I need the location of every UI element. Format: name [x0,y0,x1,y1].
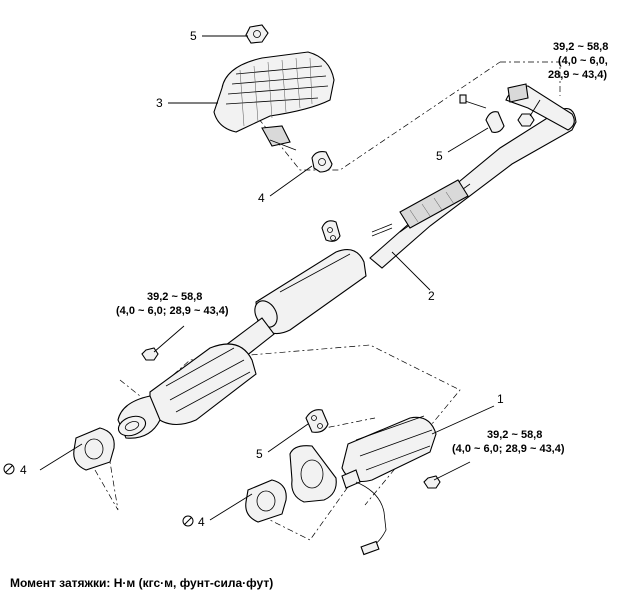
gasket-lower [245,479,287,523]
callout-4-lower-mid: 4 [198,515,205,529]
torque-middle-left-line2: (4,0 ~ 6,0; 28,9 ~ 43,4) [116,305,229,317]
torque-top-right-line3: 28,9 ~ 43,4) [548,69,607,81]
torque-top-right-line1: 39,2 ~ 58,8 [553,41,608,53]
leader-lines [39,35,541,521]
callout-5-top: 5 [190,29,197,43]
torque-lower-right-line1: 39,2 ~ 58,8 [487,429,542,441]
torque-spec-top-right: 39,2 ~ 58,8 (4,0 ~ 6,0, 28,9 ~ 43,4) [548,41,608,81]
callout-labels: 5 3 4 5 2 1 5 4 4 [20,29,504,529]
callout-5-lower: 5 [256,447,263,461]
gasket-left [73,427,115,471]
rubber-hanger-lower [305,409,329,433]
catalytic-converter-front [289,415,437,556]
torque-spec-middle-left: 39,2 ~ 58,8 (4,0 ~ 6,0; 28,9 ~ 43,4) [116,291,229,317]
callout-1: 1 [497,392,504,406]
catalytic-converter-middle [117,343,257,439]
nut-top [245,24,269,44]
nut-middle-left [141,347,159,361]
callout-4-lower-left: 4 [20,463,27,477]
callout-5-right: 5 [436,149,443,163]
torque-lower-right-line2: (4,0 ~ 6,0; 28,9 ~ 43,4) [452,443,565,455]
callout-4-upper: 4 [258,191,265,205]
hanger-right [459,94,505,133]
rubber-hanger-upper [311,151,333,173]
torque-units-note: Момент затяжки: Н·м (кгс·м, фунт-сила·фу… [10,576,274,590]
callout-3: 3 [156,96,163,110]
heat-protector [213,51,335,151]
rubber-hanger-mid [321,220,341,242]
torque-middle-left-line1: 39,2 ~ 58,8 [147,291,202,303]
prohibited-circle-icon [3,463,15,475]
callout-2: 2 [428,289,435,303]
nut-top-right [517,113,535,127]
torque-top-right-line2: (4,0 ~ 6,0, [558,55,608,67]
torque-spec-lower-right: 39,2 ~ 58,8 (4,0 ~ 6,0; 28,9 ~ 43,4) [452,429,565,455]
prohibited-circle-icon [182,515,194,527]
